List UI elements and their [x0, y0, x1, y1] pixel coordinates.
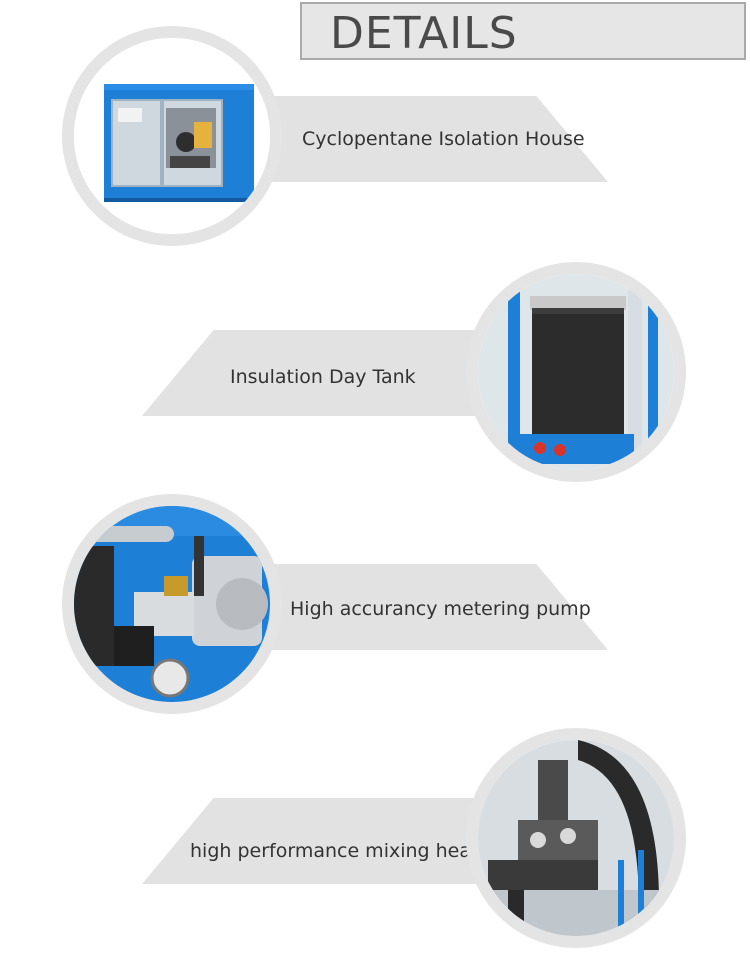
label-band-day-tank	[142, 330, 500, 416]
day-tank-photo	[478, 274, 674, 470]
photo-ring-isolation-house	[62, 26, 282, 246]
details-header: DETAILS	[300, 2, 746, 60]
photo-ring-metering-pump	[62, 494, 282, 714]
label-mixing-head: high performance mixing head	[190, 840, 484, 862]
page-title: DETAILS	[330, 8, 518, 59]
isolation-house-photo	[74, 38, 270, 234]
label-band-isolation-house	[250, 96, 608, 182]
label-isolation-house: Cyclopentane Isolation House	[302, 128, 585, 150]
label-day-tank: Insulation Day Tank	[230, 366, 416, 388]
photo-ring-mixing-head	[466, 728, 686, 948]
photo-ring-day-tank	[466, 262, 686, 482]
mixing-head-photo	[478, 740, 674, 936]
label-metering-pump: High accurancy metering pump	[290, 598, 591, 620]
metering-pump-photo	[74, 506, 270, 702]
